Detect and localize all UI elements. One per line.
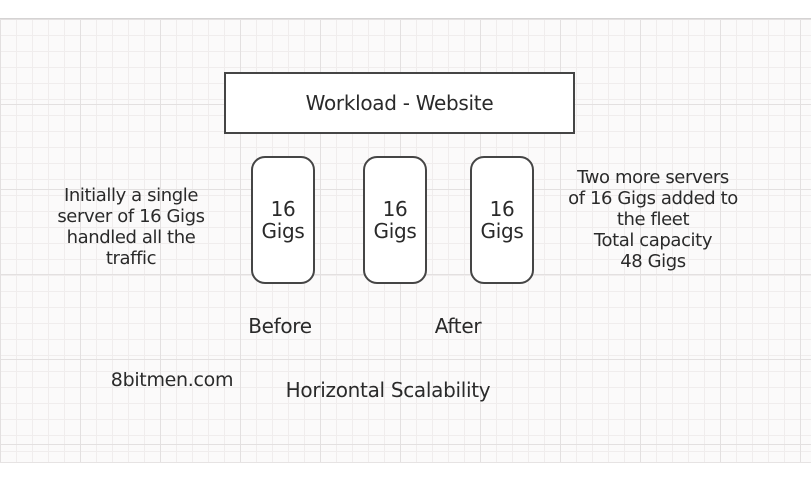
server-3-unit: Gigs <box>480 219 524 243</box>
right-annotation-line-4: Total capacity <box>593 230 713 251</box>
server-1-capacity: 16 <box>270 197 296 221</box>
server-3-capacity: 16 <box>489 197 515 221</box>
after-label: After <box>434 314 482 338</box>
server-2-unit: Gigs <box>373 219 417 243</box>
server-box-1: 16 Gigs <box>251 156 315 284</box>
left-annotation: Initially a single server of 16 Gigs han… <box>31 185 231 269</box>
left-annotation-line-4: traffic <box>105 248 157 269</box>
watermark: 8bitmen.com <box>110 369 234 391</box>
server-1-unit: Gigs <box>261 219 305 243</box>
server-box-3: 16 Gigs <box>470 156 534 284</box>
right-annotation: Two more servers of 16 Gigs added to the… <box>553 167 753 272</box>
left-annotation-line-2: server of 16 Gigs <box>57 206 205 227</box>
right-annotation-line-5: 48 Gigs <box>620 251 686 272</box>
server-2-capacity: 16 <box>382 197 408 221</box>
diagram-caption: Horizontal Scalability <box>285 378 491 402</box>
workload-label: Workload - Website <box>305 91 494 115</box>
right-annotation-line-3: the fleet <box>616 209 690 230</box>
server-box-2: 16 Gigs <box>363 156 427 284</box>
right-annotation-line-2: of 16 Gigs added to <box>568 188 738 209</box>
workload-box: Workload - Website <box>224 72 575 134</box>
right-annotation-line-1: Two more servers <box>577 167 729 188</box>
left-annotation-line-3: handled all the <box>66 227 196 248</box>
before-label: Before <box>248 314 312 338</box>
left-annotation-line-1: Initially a single <box>63 185 199 206</box>
